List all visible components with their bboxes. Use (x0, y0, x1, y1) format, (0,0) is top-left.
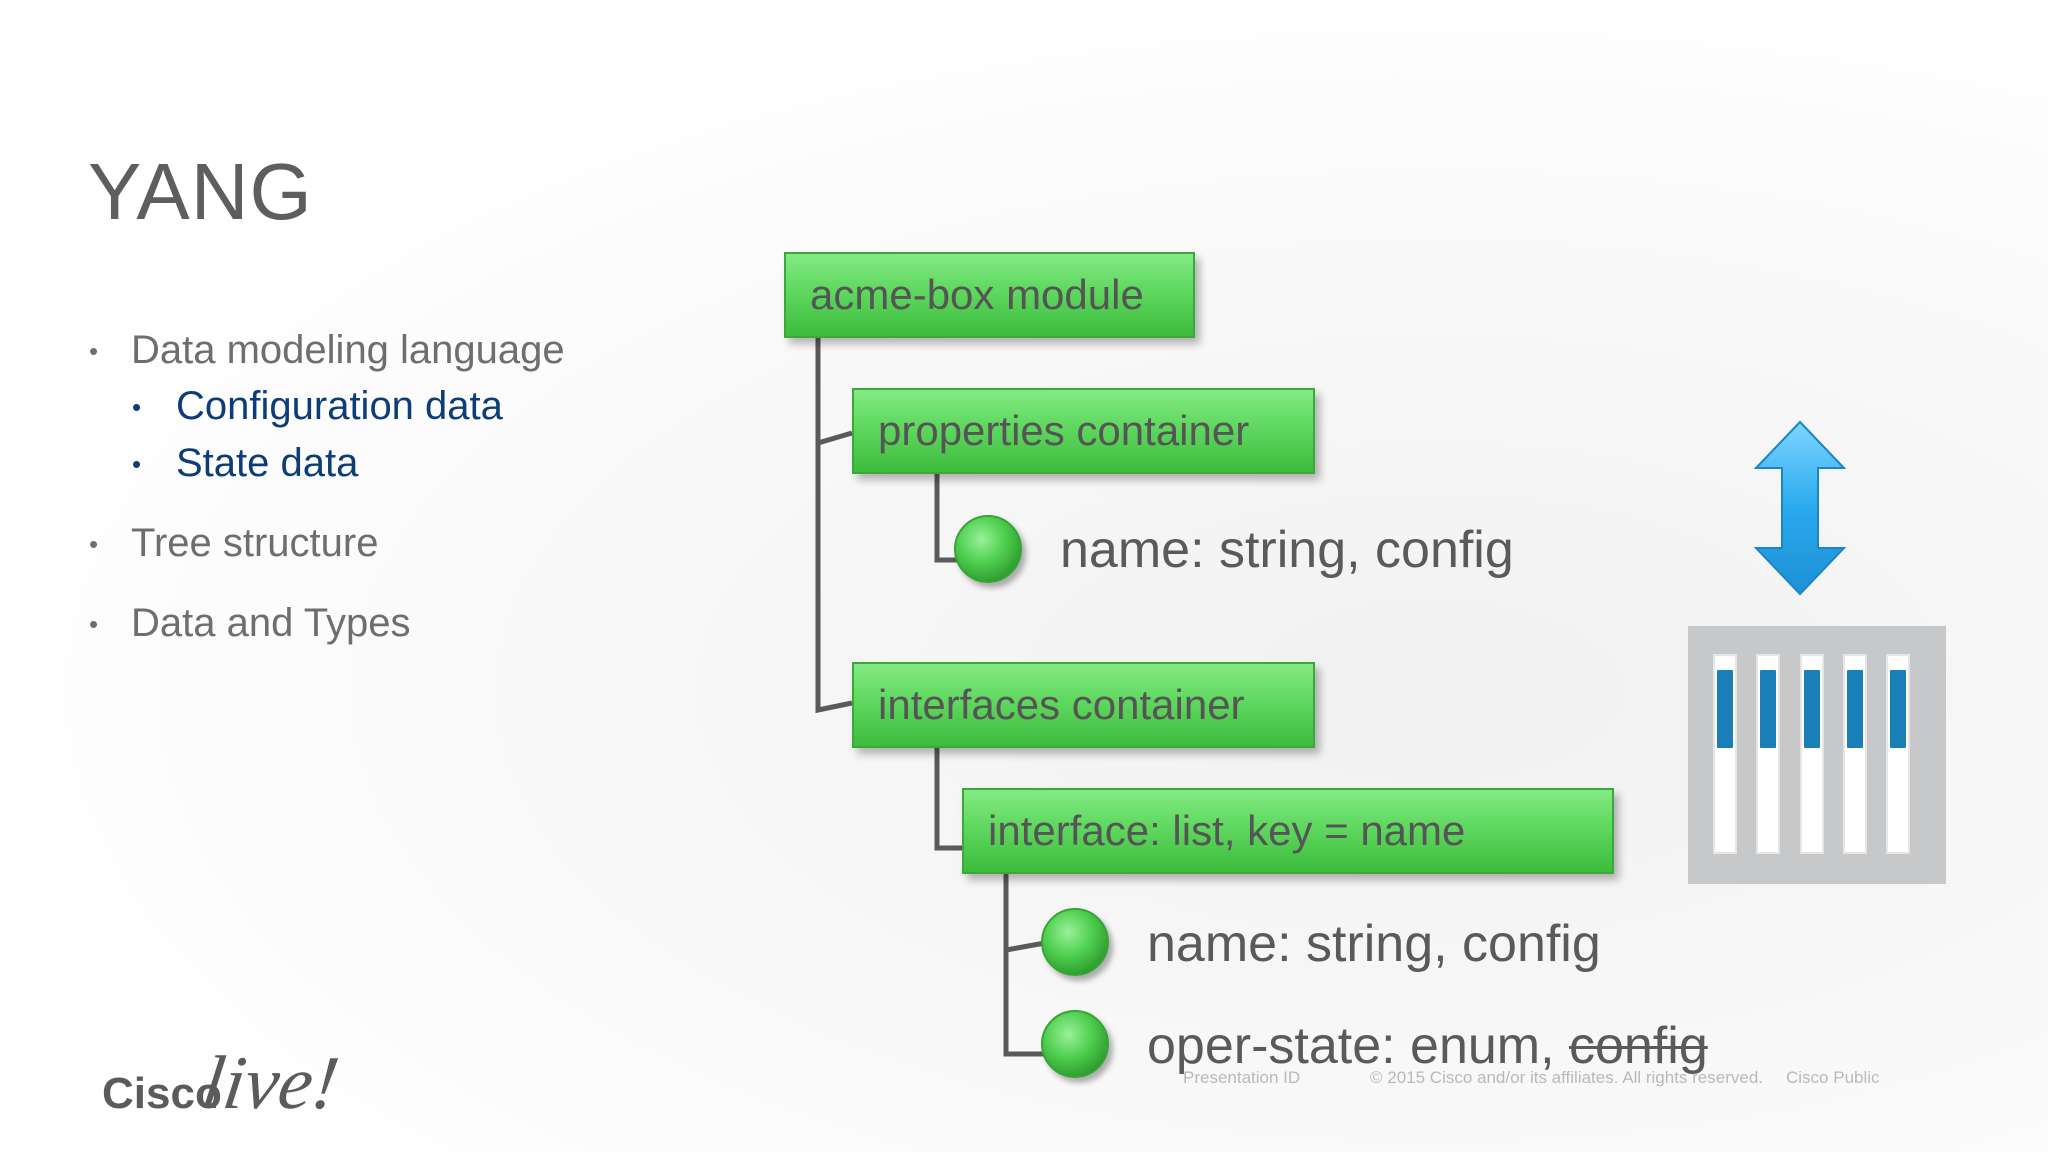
rack-slot (1843, 654, 1867, 854)
oper-state-struck-config: config (1569, 1017, 1708, 1075)
footer-presentation-id: Presentation ID (1183, 1068, 1301, 1087)
node-acme-box-module: acme-box module (784, 252, 1195, 338)
logo-cisco-word: Cisco (102, 1069, 222, 1118)
bullet-text: State data (176, 441, 359, 485)
bullet-text: Data modeling language (131, 328, 565, 372)
bullet-dot: • (132, 449, 142, 479)
cisco-live-logo: Cisco live! (100, 1020, 350, 1135)
slide-title: YANG (88, 147, 313, 236)
connector-properties-leaf (934, 474, 960, 563)
leaf-node-oper-state (1041, 1010, 1109, 1078)
bullet-tree-structure: • Tree structure (89, 521, 379, 565)
leaf-interface-name-text: name: string, config (1147, 915, 1601, 973)
logo-live-word: live! (197, 1040, 344, 1125)
node-properties-container: properties container (852, 388, 1315, 474)
oper-state-prefix: oper-state: enum, (1147, 1017, 1555, 1075)
connector-root (815, 338, 853, 714)
connector-name-leaf (1005, 940, 1046, 953)
rack-slot (1886, 654, 1910, 854)
bullet-data-modeling: • Data modeling language (89, 328, 565, 372)
rack-slot (1713, 654, 1737, 854)
leaf-node-properties-name (954, 515, 1022, 583)
rack-slot-led (1804, 670, 1820, 748)
server-rack-icon (1688, 626, 1946, 884)
connector-interface-list (1003, 874, 1045, 1057)
double-vertical-arrow-icon (1752, 418, 1848, 603)
bullet-dot: • (132, 392, 142, 422)
node-interface-list: interface: list, key = name (962, 788, 1614, 874)
node-interfaces-container: interfaces container (852, 662, 1315, 748)
bullet-data-and-types: • Data and Types (89, 601, 411, 645)
footer-classification: Cisco Public (1786, 1068, 1880, 1087)
rack-slot (1756, 654, 1780, 854)
bullet-dot: • (89, 609, 99, 639)
leaf-oper-state-text: oper-state: enum, config (1147, 1020, 1708, 1072)
bullet-dot: • (89, 529, 99, 559)
bullet-text: Tree structure (131, 521, 379, 565)
footer-copyright: © 2015 Cisco and/or its affiliates. All … (1370, 1068, 1764, 1087)
rack-slot-led (1760, 670, 1776, 748)
leaf-properties-name-text: name: string, config (1060, 521, 1514, 579)
connector-interfaces (934, 748, 962, 851)
rack-slot-led (1717, 670, 1733, 748)
bullet-dot: • (89, 336, 99, 366)
rack-slot-led (1847, 670, 1863, 748)
bullet-text: Data and Types (131, 601, 411, 645)
connector-properties (817, 430, 853, 446)
leaf-node-interface-name (1041, 908, 1109, 976)
bullet-state-data: • State data (132, 441, 359, 485)
bullet-configuration-data: • Configuration data (132, 384, 503, 428)
rack-slot (1800, 654, 1824, 854)
rack-slot-led (1890, 670, 1906, 748)
bullet-text: Configuration data (176, 384, 503, 428)
